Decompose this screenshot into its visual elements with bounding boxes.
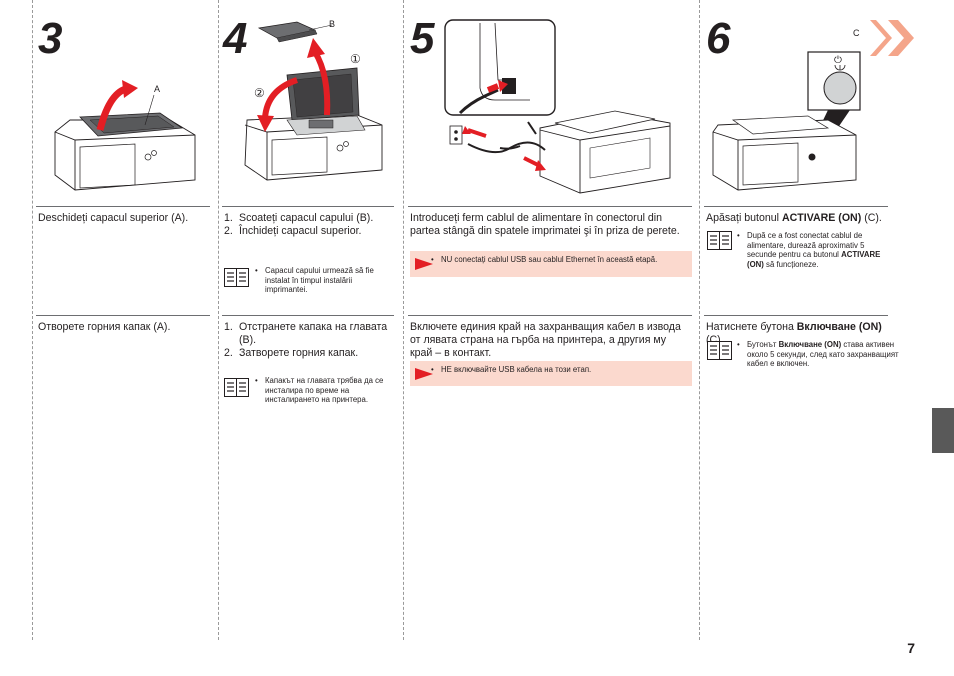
section-rule: [704, 206, 888, 207]
column-divider: [32, 0, 33, 640]
section-rule: [36, 315, 210, 316]
step-number-3: 3: [38, 14, 63, 63]
step5-bg-text: Включете единия край на захранващия кабе…: [410, 321, 681, 359]
page-number: 7: [907, 640, 915, 656]
book-icon: [707, 341, 732, 360]
caution-flag-icon: [415, 258, 433, 270]
step6-bg-note: •Бутонът Включване (ON) става активен ок…: [737, 340, 899, 369]
printer-power-button-illustration: [712, 51, 861, 191]
step4-bg-note: •Капакът на главата трябва да се инстали…: [255, 376, 384, 405]
step-number-6: 6: [706, 14, 731, 63]
step3-bg-text: Отворете горния капак (A).: [38, 321, 171, 333]
step5-ro-text: Introduceți ferm cablul de alimentare în…: [410, 212, 680, 237]
label-a: A: [154, 84, 161, 94]
section-rule: [222, 206, 394, 207]
next-arrows-icon: [870, 20, 914, 56]
label-c: C: [853, 28, 860, 38]
section-rule: [704, 315, 888, 316]
step5-bg-caution: •НЕ включвайте USB кабела на този етап.: [410, 361, 692, 386]
caution-flag-icon: [415, 367, 433, 380]
power-icon: ⏻: [834, 55, 842, 66]
column-divider: [218, 0, 219, 640]
section-rule: [222, 315, 394, 316]
section-rule: [408, 206, 692, 207]
book-icon: [224, 268, 249, 287]
column-divider: [403, 0, 404, 640]
section-rule: [408, 315, 692, 316]
step4-ro-note: •Capacul capului urmează să fie instalat…: [255, 266, 374, 295]
list-item: 2.Închideți capacul superior.: [224, 224, 362, 237]
step-number-4: 4: [223, 14, 248, 63]
section-rule: [36, 206, 210, 207]
label-step-1: ①: [350, 52, 361, 66]
list-item: 1.Scoateți capacul capului (B).: [224, 212, 374, 224]
list-item: 2.Затворете горния капак.: [224, 346, 359, 359]
step4-ro-list: 1.Scoateți capacul capului (B). 2.Închid…: [224, 212, 394, 238]
label-step-2: ②: [254, 86, 265, 100]
step4-bg-list: 1.Отстранете капака на главата (B). 2.За…: [224, 321, 394, 359]
column-divider: [699, 0, 700, 640]
step-number-5: 5: [410, 14, 435, 63]
book-icon: [707, 231, 732, 250]
power-cord-connection-illustration: [444, 19, 671, 194]
step6-ro-text: Apăsați butonul ACTIVARE (ON) (C).: [706, 212, 882, 224]
book-icon: [224, 378, 249, 397]
step5-ro-caution: •NU conectați cablul USB sau cablul Ethe…: [410, 251, 692, 277]
list-item: 1.Отстранете капака на главата (B).: [224, 321, 388, 346]
step6-ro-note: •După ce a fost conectat cablul de alime…: [737, 231, 881, 269]
section-tab: [932, 408, 954, 453]
label-b: B: [329, 19, 336, 29]
printer-remove-head-cover-illustration: [244, 21, 383, 181]
printer-open-top-cover-illustration: [54, 80, 196, 191]
step3-ro-text: Deschideți capacul superior (A).: [38, 212, 189, 224]
